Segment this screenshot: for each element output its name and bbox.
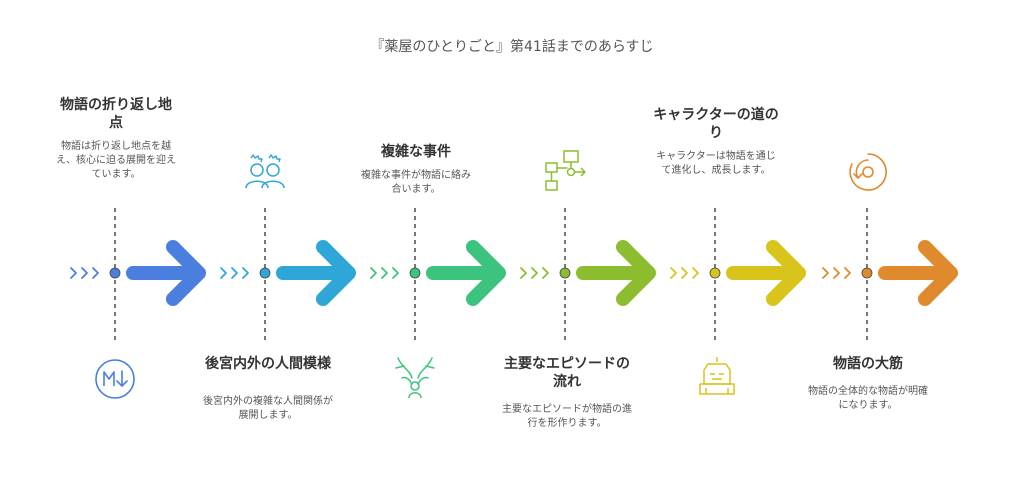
diagram-title: 『薬屋のひとりごと』第41話までのあらすじ	[370, 39, 654, 55]
step-6-chevron	[833, 267, 840, 279]
step-5-chevron	[692, 267, 699, 279]
robot-icon	[699, 357, 735, 395]
tangled-branches-icon	[395, 357, 435, 399]
step-2-chevron	[220, 267, 227, 279]
step-5-arrow	[726, 240, 806, 306]
people-icon	[245, 154, 285, 189]
spiral-arrows-icon	[849, 153, 887, 191]
step-6-arrow	[878, 240, 958, 306]
step-1: 物語の折り返し地点 物語は折り返し地点を越え、核心に迫る展開を迎えています。	[56, 96, 176, 182]
step-2-description: 後宮内外の複雑な人間関係が展開します。	[203, 396, 333, 421]
step-1-dot	[109, 267, 121, 279]
step-1-chevron	[70, 267, 77, 279]
step-4-arrow	[576, 240, 656, 306]
flowchart-icon	[545, 150, 586, 191]
step-2: 後宮内外の人間模様 後宮内外の複雑な人間関係が展開します。	[203, 355, 333, 423]
step-4-chevron	[531, 267, 538, 279]
step-2-arrow	[276, 240, 356, 306]
step-4: 主要なエピソードの流れ 主要なエピソードが物語の進行を形作ります。	[502, 355, 632, 431]
step-2-chevron	[231, 267, 238, 279]
step-4-dot	[559, 267, 571, 279]
step-6-chevron	[822, 267, 829, 279]
step-3: 複雑な事件 複雑な事件が物語に絡み合います。	[360, 143, 472, 197]
step-1-description: 物語は折り返し地点を越え、核心に迫る展開を迎えています。	[56, 141, 176, 180]
step-5-chevron	[670, 267, 677, 279]
step-5-chevron	[681, 267, 688, 279]
step-5-dot	[709, 267, 721, 279]
step-1-arrow	[126, 240, 206, 306]
step-1-chevron	[81, 267, 88, 279]
step-4-chevron	[542, 267, 549, 279]
step-1-heading: 物語の折り返し地点	[60, 97, 172, 131]
step-4-heading: 主要なエピソードの流れ	[504, 356, 630, 390]
step-5: キャラクターの道のり キャラクターは物語を通じて進化し、成長します。	[652, 106, 780, 178]
step-6-chevron	[844, 267, 851, 279]
step-6-dot	[861, 267, 873, 279]
step-3-chevron	[381, 267, 388, 279]
step-6-heading: 物語の大筋	[833, 356, 903, 372]
step-3-description: 複雑な事件が物語に絡み合います。	[361, 170, 471, 195]
step-2-heading: 後宮内外の人間模様	[205, 356, 331, 372]
step-2-dot	[259, 267, 271, 279]
step-3-chevron	[370, 267, 377, 279]
step-3-chevron	[392, 267, 399, 279]
step-5-heading: キャラクターの道のり	[653, 107, 779, 141]
step-3-arrow	[426, 240, 506, 306]
step-3-dot	[409, 267, 421, 279]
markdown-down-icon	[95, 359, 135, 399]
step-3-heading: 複雑な事件	[381, 144, 451, 160]
step-4-chevron	[520, 267, 527, 279]
step-5-description: キャラクターは物語を通じて進化し、成長します。	[656, 151, 776, 176]
step-6: 物語の大筋 物語の全体的な物語が明確になります。	[808, 355, 928, 413]
step-2-chevron	[242, 267, 249, 279]
step-4-description: 主要なエピソードが物語の進行を形作ります。	[502, 404, 632, 429]
step-1-chevron	[92, 267, 99, 279]
step-6-description: 物語の全体的な物語が明確になります。	[808, 386, 928, 411]
